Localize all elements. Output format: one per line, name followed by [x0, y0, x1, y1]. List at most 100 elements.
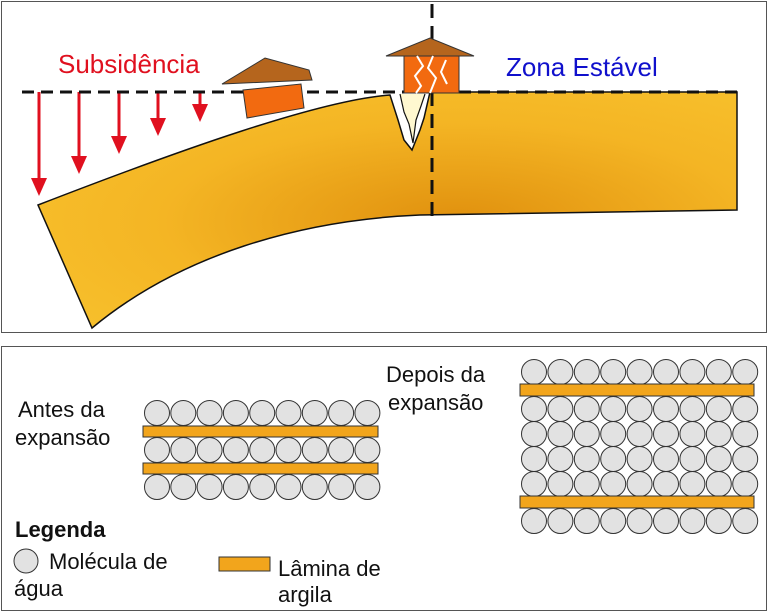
water-molecule: [732, 508, 759, 534]
water-molecule: [705, 421, 732, 447]
wall-crack: [439, 59, 448, 85]
water-molecule: [196, 437, 223, 463]
legend-clay-label-line2: argila: [278, 582, 332, 607]
after-expansion-label-line1: Depois da: [386, 362, 486, 387]
water-molecule: [653, 471, 679, 497]
house-wall: [242, 83, 305, 119]
soil-crack: [399, 93, 426, 144]
legend-clay-label-line1: Lâmina de: [278, 556, 381, 581]
water-molecule: [170, 474, 197, 500]
water-molecule: [573, 446, 600, 472]
water-molecule: [732, 421, 759, 447]
water-molecule: [626, 421, 653, 447]
tilted-house: [221, 57, 313, 119]
legend-water-molecule-icon: [13, 548, 39, 574]
clay-sheet: [142, 425, 379, 438]
clay-sheet: [519, 495, 755, 509]
water-molecule: [626, 508, 653, 534]
water-molecule: [222, 474, 249, 500]
stable-zone-label: Zona Estável: [506, 52, 658, 82]
water-molecule: [732, 359, 759, 385]
water-molecule: [573, 396, 600, 422]
water-molecule: [732, 396, 759, 422]
water-molecule: [249, 437, 276, 463]
water-molecule: [144, 474, 170, 500]
before-expansion-stack: [142, 400, 381, 500]
water-molecule: [547, 508, 574, 534]
water-molecule: [626, 471, 653, 497]
water-molecule: [547, 359, 574, 385]
water-molecule: [521, 446, 547, 472]
water-molecule: [249, 474, 276, 500]
water-molecule: [573, 508, 600, 534]
water-molecule: [653, 446, 679, 472]
cracked-house: [385, 37, 475, 94]
water-molecule: [679, 508, 706, 534]
water-molecule: [626, 359, 653, 385]
arrow-head: [150, 118, 166, 136]
water-molecule: [547, 446, 574, 472]
water-molecule: [144, 437, 170, 463]
water-molecule: [222, 437, 249, 463]
arrow-head: [111, 136, 127, 154]
water-molecule: [521, 421, 547, 447]
water-molecule: [249, 400, 276, 426]
clay-sheet: [519, 383, 755, 397]
water-molecule: [196, 400, 223, 426]
water-molecule: [705, 446, 732, 472]
water-molecule: [301, 400, 328, 426]
water-molecule: [653, 396, 679, 422]
house-roof: [385, 37, 475, 57]
water-molecule: [170, 400, 197, 426]
arrow-head: [71, 156, 87, 174]
water-molecule: [521, 471, 547, 497]
house-roof: [221, 57, 313, 85]
water-molecule: [222, 400, 249, 426]
water-molecule: [196, 474, 223, 500]
water-molecule: [275, 400, 302, 426]
arrow-head: [192, 104, 208, 122]
water-molecule: [626, 446, 653, 472]
after-expansion-label-line2: expansão: [388, 390, 484, 415]
water-molecule: [732, 446, 759, 472]
legend-water-label-line2: água: [14, 576, 63, 601]
water-molecule: [547, 471, 574, 497]
water-molecule: [600, 446, 627, 472]
legend-title: Legenda: [15, 517, 106, 542]
water-molecule: [705, 359, 732, 385]
before-expansion-label-line1: Antes da: [18, 397, 105, 422]
water-molecule: [275, 474, 302, 500]
water-molecule: [600, 508, 627, 534]
water-molecule: [626, 396, 653, 422]
soil-layer: [36, 91, 738, 330]
water-molecule: [600, 421, 627, 447]
water-molecule: [573, 471, 600, 497]
water-molecule: [653, 421, 679, 447]
subsidence-label: Subsidência: [58, 49, 200, 79]
water-molecule: [679, 396, 706, 422]
water-molecule: [354, 474, 381, 500]
water-molecule: [679, 359, 706, 385]
water-molecule: [653, 359, 679, 385]
before-expansion-label-line2: expansão: [15, 425, 111, 450]
water-molecule: [144, 400, 170, 426]
water-molecule: [573, 421, 600, 447]
legend-clay-sheet-icon: [218, 556, 271, 572]
water-molecule: [600, 359, 627, 385]
water-molecule: [547, 421, 574, 447]
water-molecule: [653, 508, 679, 534]
water-molecule: [705, 508, 732, 534]
water-molecule: [354, 437, 381, 463]
water-molecule: [328, 474, 355, 500]
water-molecule: [600, 471, 627, 497]
water-molecule: [521, 396, 547, 422]
water-molecule: [600, 396, 627, 422]
water-molecule: [328, 437, 355, 463]
water-molecule: [547, 396, 574, 422]
water-molecule: [328, 400, 355, 426]
water-molecule: [705, 471, 732, 497]
arrow-head: [31, 178, 47, 196]
water-molecule: [301, 474, 328, 500]
water-molecule: [521, 359, 547, 385]
